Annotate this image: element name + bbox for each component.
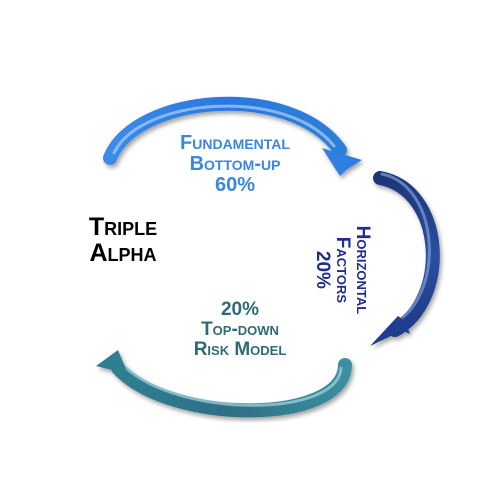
fundamental-label: Fundamental Bottom-up 60% bbox=[150, 133, 320, 196]
top-value: 60% bbox=[214, 174, 256, 196]
center-line-2: Alpha bbox=[89, 239, 157, 268]
center-line-1: Triple bbox=[88, 213, 158, 241]
top-arrow-head-shape bbox=[322, 148, 362, 176]
bottom-line-2: Top-down bbox=[201, 318, 279, 340]
top-arrow bbox=[103, 96, 362, 176]
bottom-line-3: Risk Model bbox=[193, 338, 287, 360]
right-arrow-head-main bbox=[370, 316, 412, 346]
top-line-1: Fundamental bbox=[180, 132, 290, 154]
right-line-2: Factors bbox=[331, 236, 353, 304]
right-arrow-body bbox=[373, 171, 440, 337]
horizontal-factors-label: Horizontal Factors 20% bbox=[312, 200, 373, 340]
right-arrow bbox=[370, 171, 440, 346]
bottom-arrow-highlight bbox=[122, 364, 343, 407]
right-line-1: Horizontal bbox=[351, 225, 373, 315]
risk-model-label: 20% Top-down Risk Model bbox=[160, 300, 320, 360]
bottom-line-1: 20% bbox=[220, 299, 260, 320]
top-arrow-highlight bbox=[112, 104, 336, 155]
top-line-2: Bottom-up bbox=[189, 153, 281, 175]
triple-alpha-label: Triple Alpha bbox=[58, 214, 188, 267]
bottom-arrow-body bbox=[111, 358, 352, 418]
right-arrow-highlight bbox=[380, 172, 431, 326]
bottom-arrow-head bbox=[96, 350, 128, 374]
bottom-arrow bbox=[96, 350, 352, 418]
